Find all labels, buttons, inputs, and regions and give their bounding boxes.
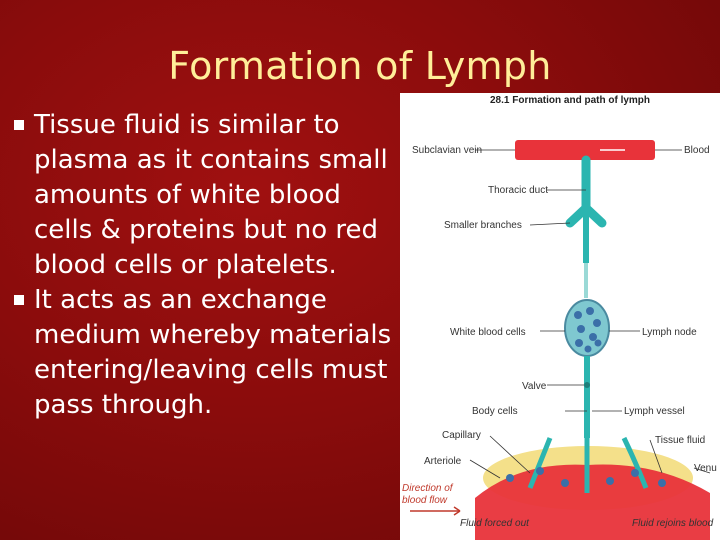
white-blood-cells-icon: [574, 307, 602, 353]
direction-label-line1: Direction of: [402, 483, 454, 494]
body-cells-label: Body cells: [472, 406, 518, 417]
blood-label: Blood: [684, 145, 710, 156]
subclavian-vein-shape: [515, 140, 655, 160]
lymph-diagram-svg: 28.1 Formation and path of lymph: [402, 95, 717, 540]
lymph-node-label: Lymph node: [642, 327, 697, 338]
lymph-vessel-label: Lymph vessel: [624, 406, 685, 417]
tissue-fluid-label: Tissue fluid: [655, 435, 705, 446]
subclavian-vein-label: Subclavian vein: [412, 145, 482, 156]
direction-arrowhead-icon: [453, 506, 461, 516]
direction-label-line2: blood flow: [402, 495, 448, 506]
leader-lines: [469, 149, 711, 479]
bullet-text: Tissue fluid is similar to plasma as it …: [34, 110, 388, 280]
fluid-rejoins-label: Fluid rejoins blood: [632, 518, 714, 529]
bullet-item: Tissue fluid is similar to plasma as it …: [10, 108, 395, 283]
slide-title: Formation of Lymph: [168, 44, 552, 88]
smaller-branches-label: Smaller branches: [444, 220, 522, 231]
capillary-label: Capillary: [442, 430, 481, 441]
lymph-diagram: 28.1 Formation and path of lymph: [400, 93, 720, 540]
lymph-capillary-shape: [527, 436, 649, 494]
bullet-item: It acts as an exchange medium whereby ma…: [10, 283, 395, 423]
valve-label: Valve: [522, 381, 547, 392]
figure-title: 28.1 Formation and path of lymph: [490, 95, 650, 106]
square-bullet-icon: [14, 120, 24, 130]
body-cells-icon: [506, 467, 666, 487]
valve-icon: [584, 382, 590, 388]
bullet-text: It acts as an exchange medium whereby ma…: [34, 285, 392, 420]
white-blood-cells-label: White blood cells: [450, 327, 526, 338]
arteriole-label: Arteriole: [424, 456, 462, 467]
thoracic-duct-label: Thoracic duct: [488, 185, 548, 196]
venule-label: Venu: [694, 463, 717, 474]
fluid-forced-out-label: Fluid forced out: [460, 518, 530, 529]
square-bullet-icon: [14, 295, 24, 305]
bullet-list: Tissue fluid is similar to plasma as it …: [10, 108, 395, 423]
